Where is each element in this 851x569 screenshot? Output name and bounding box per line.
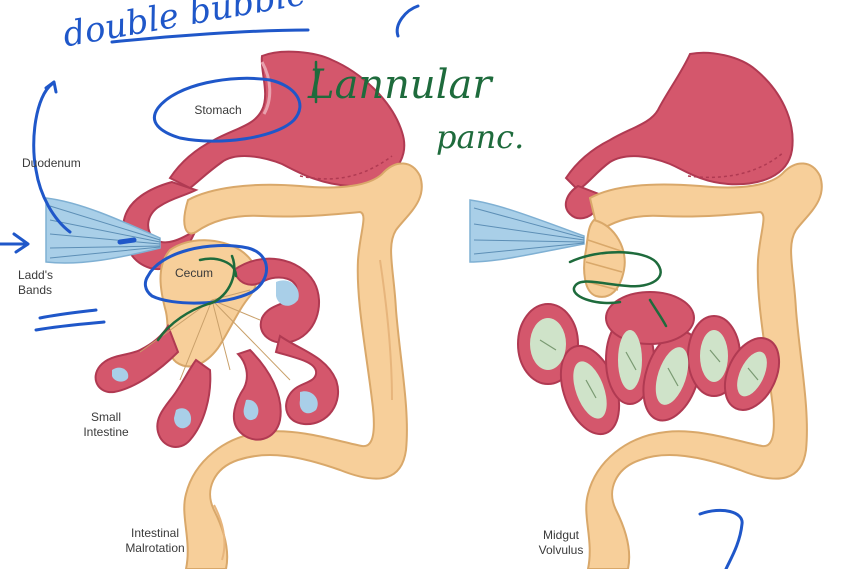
label-small-line2: Intestine (56, 425, 156, 440)
label-small-intestine: Small Intestine (56, 410, 156, 440)
ladds-underline-1 (40, 310, 96, 318)
label-stomach: Stomach (178, 103, 258, 118)
right-corner-mark (700, 510, 742, 569)
label-ladds-bands: Ladd's Bands (18, 268, 78, 298)
label-volvulus-line2: Volvulus (506, 543, 616, 558)
label-volvulus: Midgut Volvulus (506, 528, 616, 558)
handwriting-annular: Lannular (308, 62, 491, 108)
label-malrotation-line1: Intestinal (90, 526, 220, 541)
handwriting-panc: panc. (436, 118, 524, 156)
malrotation-illustration (46, 52, 422, 569)
label-ladds-line2: Bands (18, 283, 78, 298)
stomach-right (566, 53, 793, 190)
colon-left (184, 163, 422, 569)
label-volvulus-line1: Midgut (506, 528, 616, 543)
label-duodenum: Duodenum (22, 156, 110, 171)
label-malrotation-line2: Malrotation (90, 541, 220, 556)
label-ladds-line1: Ladd's (18, 268, 78, 283)
label-small-line1: Small (56, 410, 156, 425)
label-malrotation: Intestinal Malrotation (90, 526, 220, 556)
label-cecum: Cecum (164, 266, 224, 281)
ladds-underline-2 (36, 322, 104, 330)
